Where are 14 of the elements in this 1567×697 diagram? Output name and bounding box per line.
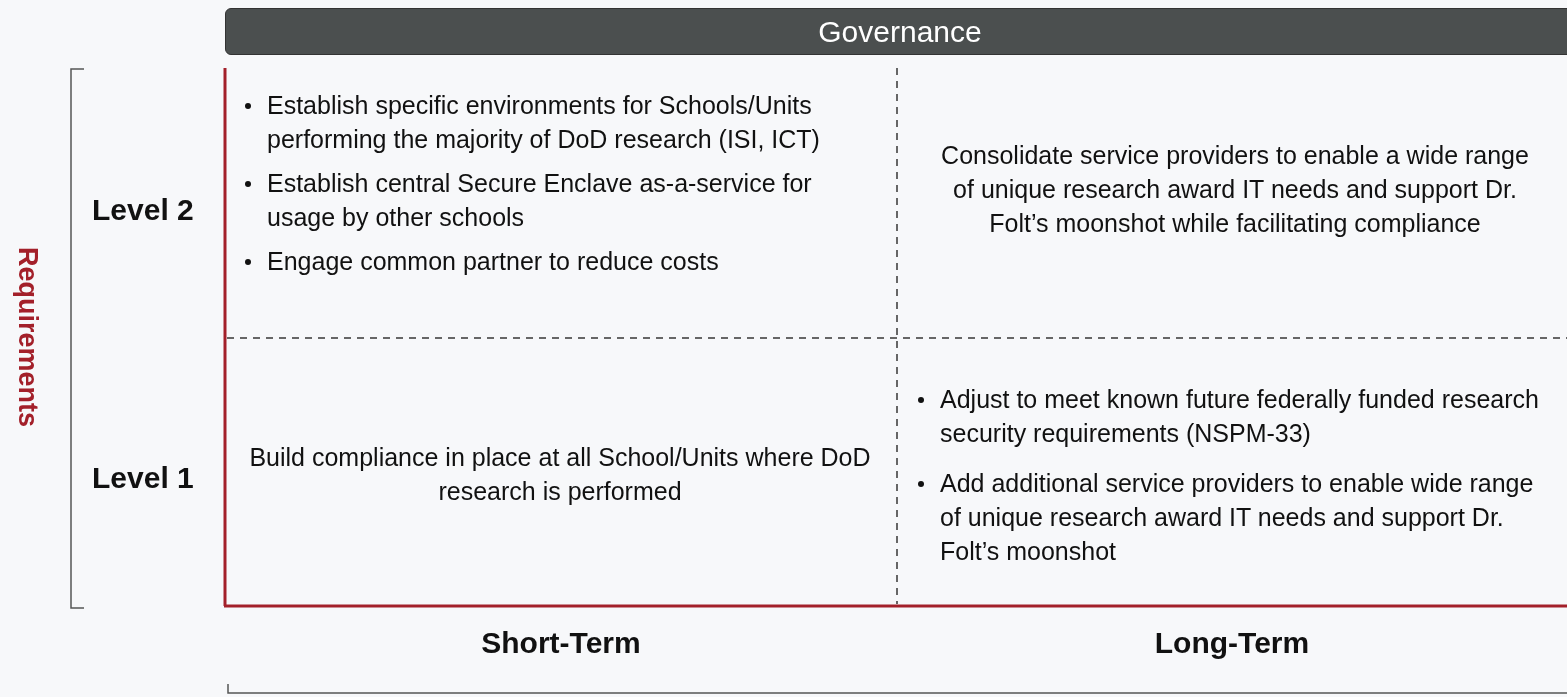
bullet-item: Engage common partner to reduce costs <box>245 244 875 278</box>
header-text: Governance <box>818 14 982 50</box>
quadrant-text: Build compliance in place at all School/Units where DoD research is performed <box>248 442 872 507</box>
bullet-item: Add additional service providers to enable wide range of unique research award IT needs and support Dr. Folt’s moonshot <box>918 466 1558 568</box>
axis-title: Requirements <box>12 246 45 428</box>
header-bar <box>225 8 1567 55</box>
column-label: Long-Term <box>1153 625 1311 661</box>
quadrant-text: Consolidate service providers to enable a wide range of unique research award IT needs and support Dr. Folt’s moonshot while facilitating compliance <box>940 140 1530 239</box>
row-label: Level 2 <box>92 192 194 228</box>
bullet-item: Establish central Secure Enclave as-a-service for usage by other schools <box>245 166 875 234</box>
column-label: Short-Term <box>480 625 642 661</box>
bullet-item: Establish specific environments for Schools/Units performing the majority of DoD research (ISI, ICT) <box>245 88 875 156</box>
bullet-item: Adjust to meet known future federally funded research security requirements (NSPM-33) <box>918 382 1558 450</box>
row-label: Level 1 <box>92 460 194 496</box>
